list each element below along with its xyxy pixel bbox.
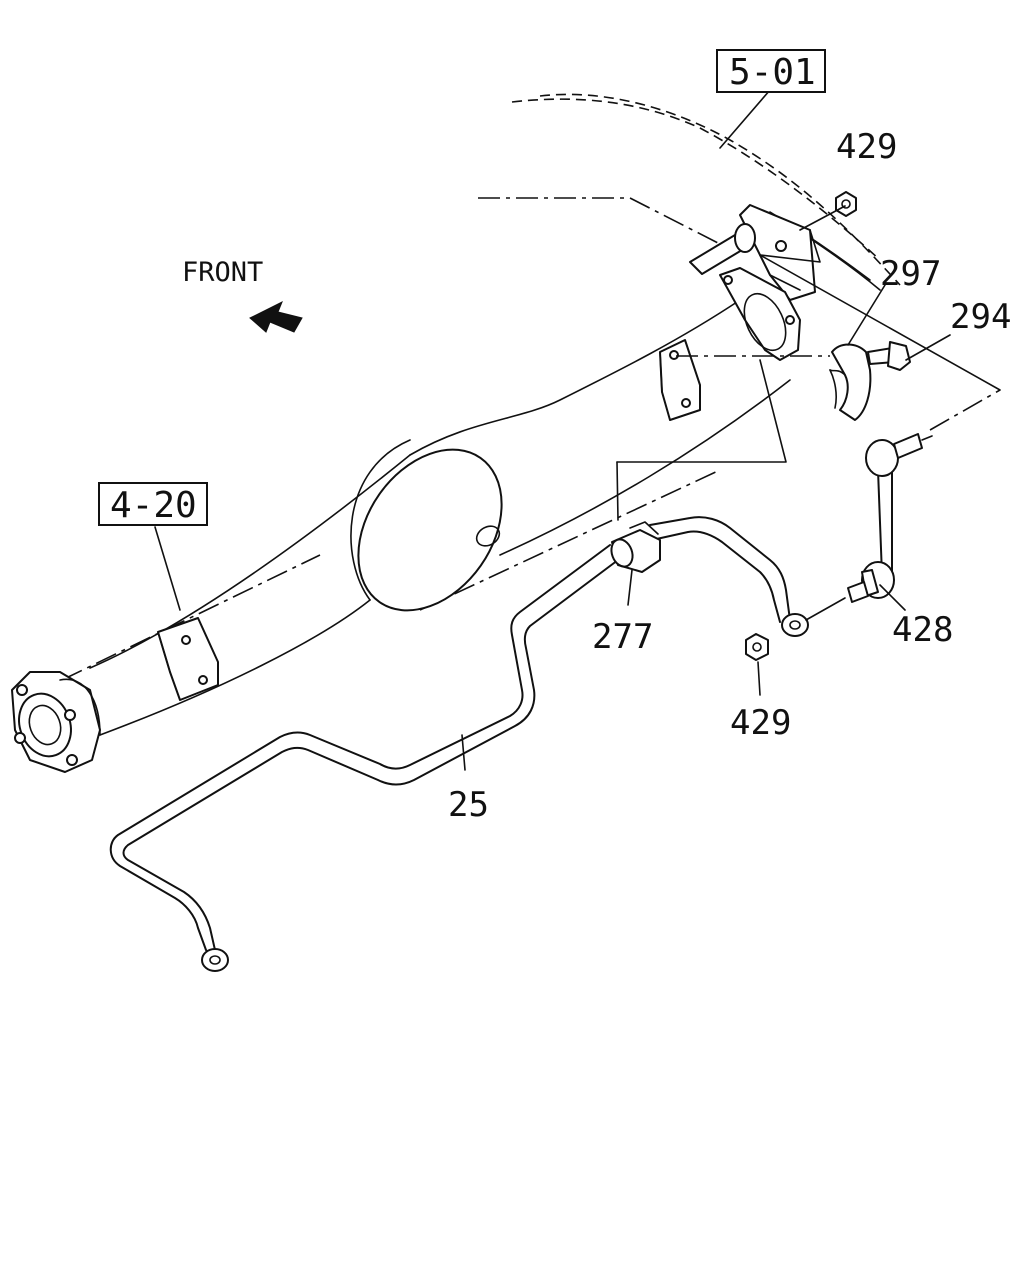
front-indicator: FRONT — [182, 257, 303, 333]
callout-link: 428 — [892, 610, 953, 650]
callout-stabilizer-bar: 25 — [448, 785, 489, 825]
nut-lower — [745, 633, 769, 661]
callout-bracket: 297 — [880, 254, 941, 294]
callout-bolt: 294 — [950, 297, 1011, 337]
front-label: FRONT — [182, 257, 263, 288]
callout-nut-lower: 429 — [730, 703, 791, 743]
reference-axle: 4-20 — [98, 482, 208, 526]
axle-housing — [11, 267, 801, 773]
callout-nut-upper: 429 — [836, 127, 897, 167]
reference-frame: 5-01 — [716, 49, 826, 93]
ref-frame-label: 5-01 — [729, 52, 816, 93]
frame-outline — [478, 93, 901, 291]
nut-upper — [835, 191, 857, 217]
stabilizer-bracket — [676, 341, 911, 421]
stabilizer-bar — [109, 516, 809, 972]
stabilizer-link — [759, 254, 1001, 621]
ref-axle-label: 4-20 — [110, 485, 197, 526]
callout-bushing: 277 — [592, 617, 653, 657]
leader-lines — [154, 89, 951, 771]
arrow-up-left-icon — [249, 300, 303, 333]
